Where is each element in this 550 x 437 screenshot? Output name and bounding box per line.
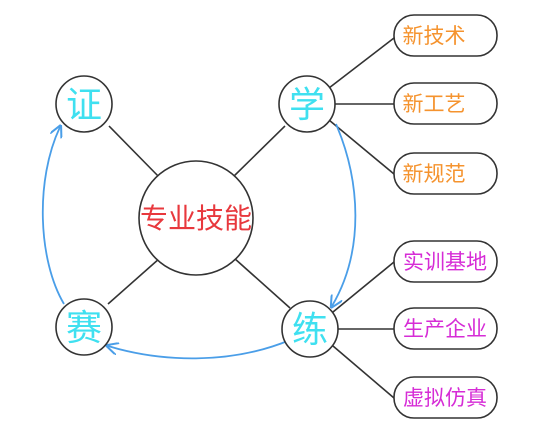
xue-item-3-label: 新规范 [403, 162, 466, 186]
node-zheng: 证 [55, 75, 113, 133]
lian-item-2-pill [393, 307, 498, 350]
node-zheng-label: 证 [66, 85, 102, 126]
connector-xue-item-3 [328, 119, 395, 175]
arrow-sai-to-zheng [41, 127, 65, 305]
lian-item-3: 虚拟仿真 [393, 376, 498, 419]
connector-center-zheng [108, 125, 163, 181]
xue-item-3-pill [393, 152, 498, 195]
lian-item-1-pill [393, 240, 498, 283]
node-lian: 练 [281, 300, 339, 358]
arrow-xue-to-lian [332, 123, 357, 306]
lian-item-2-label: 生产企业 [403, 317, 487, 341]
lian-item-3-label: 虚拟仿真 [403, 386, 487, 410]
lian-item-2: 生产企业 [393, 307, 498, 350]
xue-item-3: 新规范 [393, 152, 498, 195]
node-xue-label: 学 [289, 85, 325, 126]
connector-center-sai [107, 257, 161, 305]
xue-item-1-label: 新技术 [403, 24, 466, 48]
arrow-lian-to-sai [108, 339, 291, 360]
lian-item-1-label: 实训基地 [403, 250, 487, 274]
xue-item-2-label: 新工艺 [403, 92, 466, 116]
center-label: 专业技能 [140, 202, 252, 235]
xue-item-2-pill [393, 82, 498, 125]
xue-item-1-pill [393, 14, 498, 57]
lian-item-3-pill [393, 376, 498, 419]
center-circle [138, 160, 254, 276]
connector-lian-item-1 [332, 261, 395, 313]
connector-center-xue [231, 125, 286, 179]
connector-lian-item-3 [332, 345, 395, 399]
node-sai-label: 赛 [66, 308, 102, 349]
xue-item-2: 新工艺 [393, 82, 498, 125]
node-zheng-circle [55, 75, 113, 133]
node-lian-label: 练 [292, 310, 328, 351]
node-sai: 赛 [55, 298, 113, 356]
node-sai-circle [55, 298, 113, 356]
lian-item-1: 实训基地 [393, 240, 498, 283]
node-lian-circle [281, 300, 339, 358]
connector-xue-item-1 [328, 37, 395, 89]
node-xue: 学 [278, 75, 336, 133]
xue-item-1: 新技术 [393, 14, 498, 57]
connector-center-lian [233, 257, 291, 309]
node-xue-circle [278, 75, 336, 133]
